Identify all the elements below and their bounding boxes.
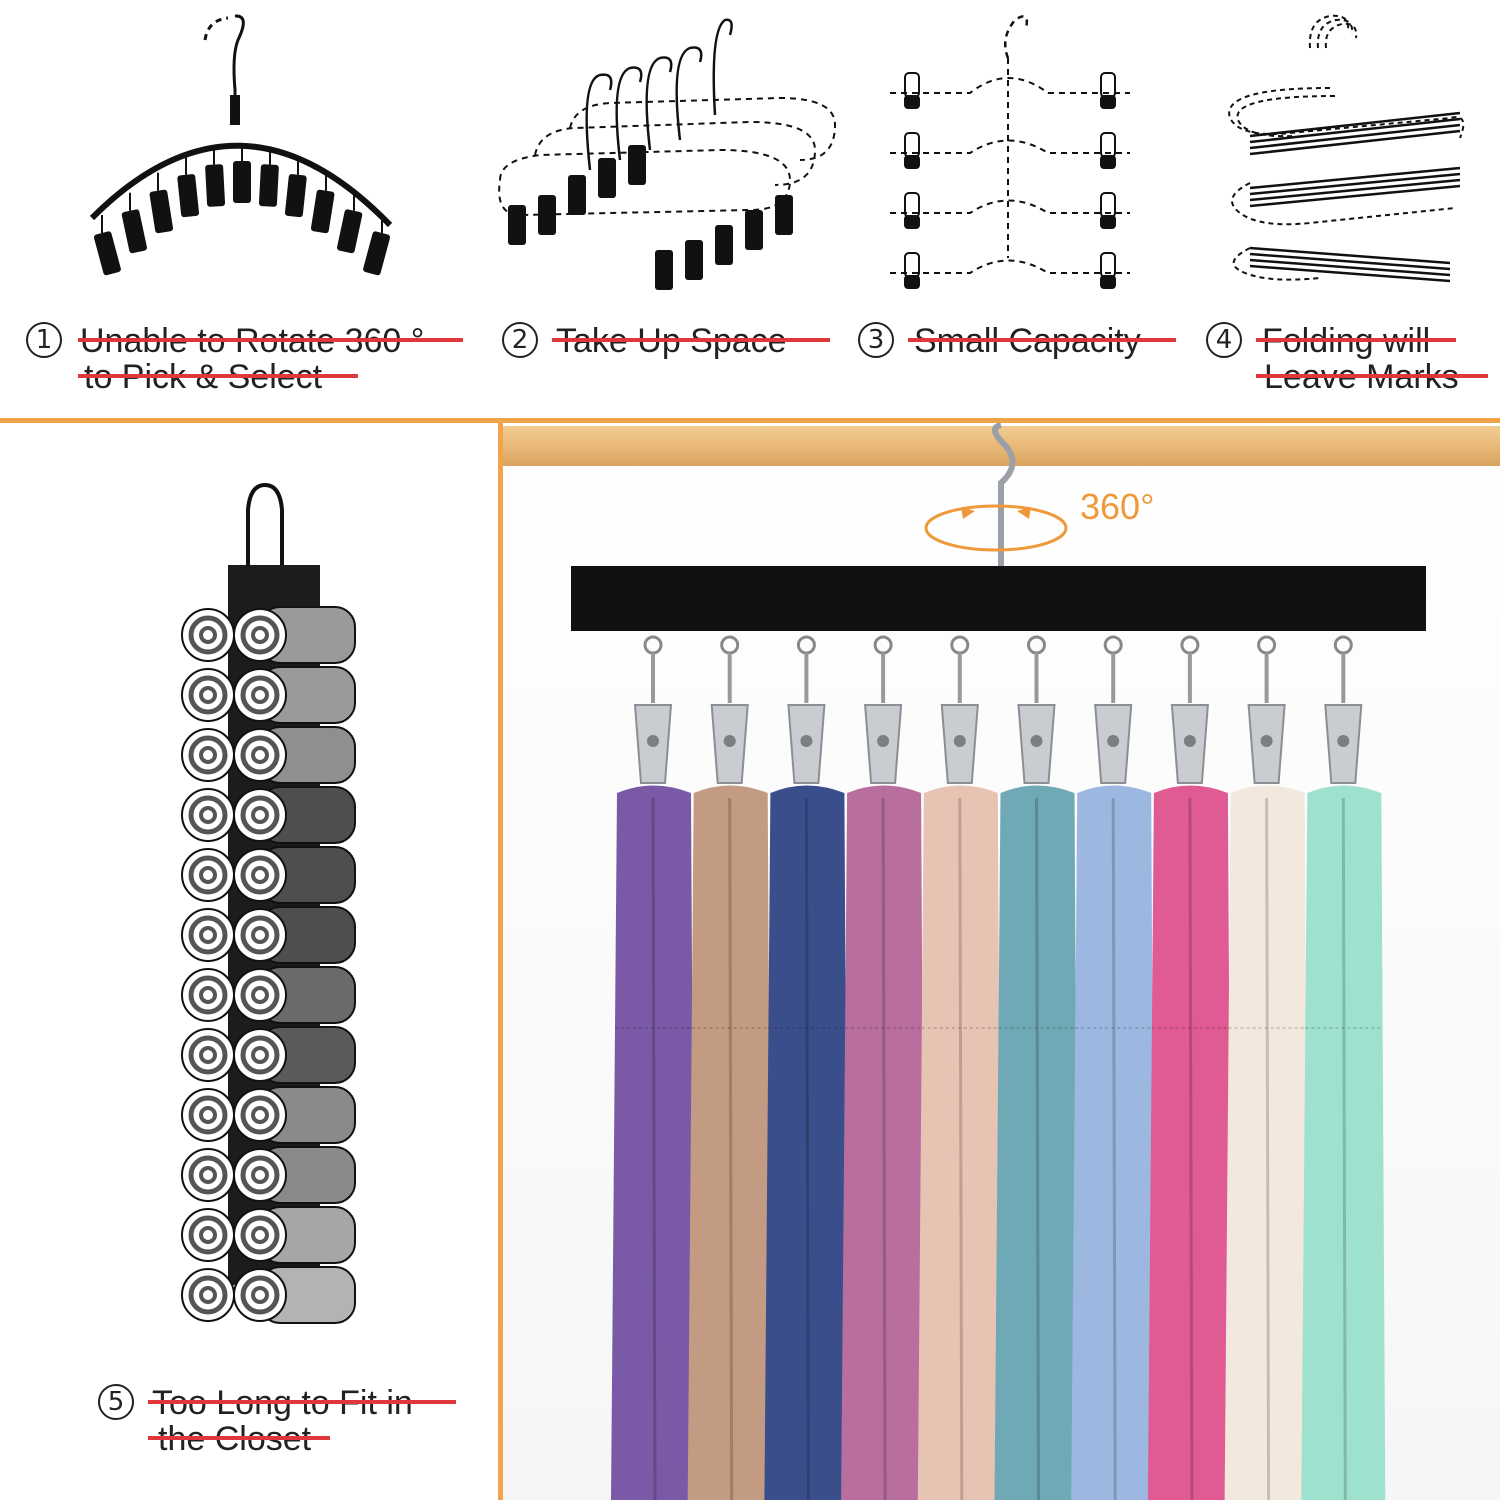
garment xyxy=(1147,785,1232,1500)
garment xyxy=(917,785,1002,1500)
closet-rod xyxy=(503,426,1500,466)
clip xyxy=(337,209,363,254)
drawback-5-number: 5 xyxy=(98,1384,134,1420)
drawback-1-strike-1 xyxy=(78,338,463,342)
clip xyxy=(205,164,226,207)
clip xyxy=(904,155,920,169)
stacked-clip-hangers-illustration xyxy=(498,18,837,290)
garment xyxy=(1301,785,1386,1500)
drawback-5-strike-1 xyxy=(148,1400,456,1404)
garment xyxy=(1224,785,1309,1500)
clip xyxy=(149,189,174,234)
hanging-roll-organizer-illustration xyxy=(181,482,356,1324)
clip xyxy=(177,174,200,218)
garment xyxy=(764,785,849,1500)
garment xyxy=(994,785,1079,1500)
clip xyxy=(233,161,251,203)
clip xyxy=(363,231,391,276)
drawback-3-strike-1 xyxy=(908,338,1176,342)
rotate-arrows-icon xyxy=(924,504,1068,552)
clip xyxy=(1100,95,1116,109)
arc-clip-hanger-illustration xyxy=(89,14,393,276)
drawback-4-number: 4 xyxy=(1206,322,1242,358)
drawback-2-number: 2 xyxy=(502,322,538,358)
garment xyxy=(841,785,926,1500)
drawback-2-strike-1 xyxy=(552,338,830,342)
garment xyxy=(687,785,772,1500)
clip xyxy=(1100,275,1116,289)
hanger-bar xyxy=(571,566,1426,631)
drawback-4-strike-2 xyxy=(1256,374,1488,378)
clip xyxy=(93,231,121,276)
clip xyxy=(904,95,920,109)
drawback-1-number: 1 xyxy=(26,322,62,358)
garment xyxy=(611,785,695,1500)
section-divider-vertical xyxy=(498,418,503,1500)
drawback-5-strike-2 xyxy=(148,1436,330,1440)
clip xyxy=(904,275,920,289)
tiered-clip-hanger-illustration xyxy=(890,15,1130,289)
clip xyxy=(904,215,920,229)
clip xyxy=(1100,155,1116,169)
garment xyxy=(1071,785,1156,1500)
product-svg xyxy=(571,423,1426,1500)
clip xyxy=(1100,215,1116,229)
clip xyxy=(121,209,147,254)
clip xyxy=(258,164,279,207)
s-shape-pants-hanger-illustration xyxy=(1228,14,1465,283)
drawback-4-strike-1 xyxy=(1256,338,1456,342)
drawback-1-strike-2 xyxy=(78,374,358,378)
clip xyxy=(284,174,307,218)
clip xyxy=(310,189,335,234)
drawback-3-number: 3 xyxy=(858,322,894,358)
rotation-label: 360° xyxy=(1080,486,1155,527)
section-divider-horizontal xyxy=(0,418,1500,423)
